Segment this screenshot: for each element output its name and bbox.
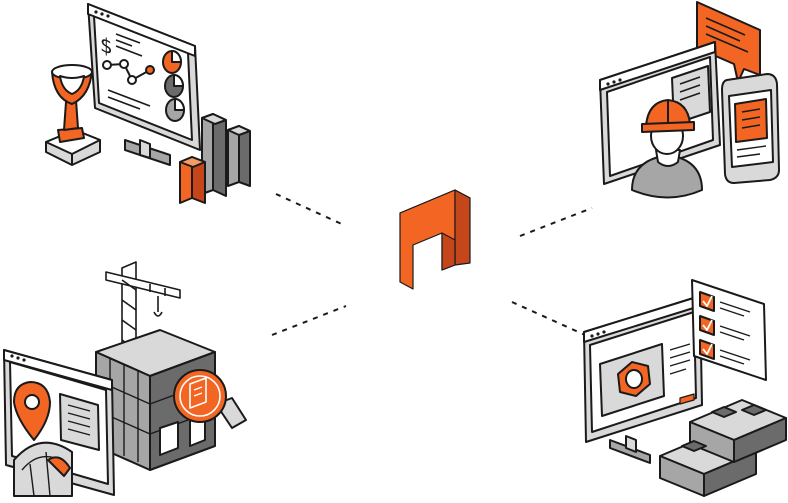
trophy-icon	[45, 64, 101, 166]
bar-chart-icon	[179, 113, 251, 204]
pie-chart-icon	[162, 50, 185, 122]
connector-bottom-left	[271, 305, 347, 336]
hex-nut-icon	[617, 361, 651, 397]
checklist-icon	[691, 279, 767, 381]
tablet-icon	[721, 73, 780, 184]
inventory-checklist-illustration	[583, 279, 787, 497]
crane-icon	[105, 261, 181, 359]
worker-avatar-icon	[631, 99, 703, 199]
business-analytics-illustration: $	[45, 3, 251, 204]
chat-bubble-icon	[696, 1, 761, 83]
globe-icon	[13, 441, 73, 497]
brand-logo	[399, 189, 471, 290]
dollar-icon: $	[100, 32, 113, 60]
magnifier-icon	[173, 369, 247, 429]
field-worker-illustration	[599, 1, 780, 199]
connector-bottom-right	[511, 301, 586, 336]
construction-site-illustration	[3, 261, 247, 497]
line-chart-icon	[106, 63, 151, 81]
connector-top-right	[519, 207, 593, 237]
map-pin-icon	[13, 381, 51, 441]
connector-top-left	[275, 193, 347, 227]
hard-hat-icon	[641, 99, 695, 133]
cinder-block-icon	[659, 399, 787, 497]
